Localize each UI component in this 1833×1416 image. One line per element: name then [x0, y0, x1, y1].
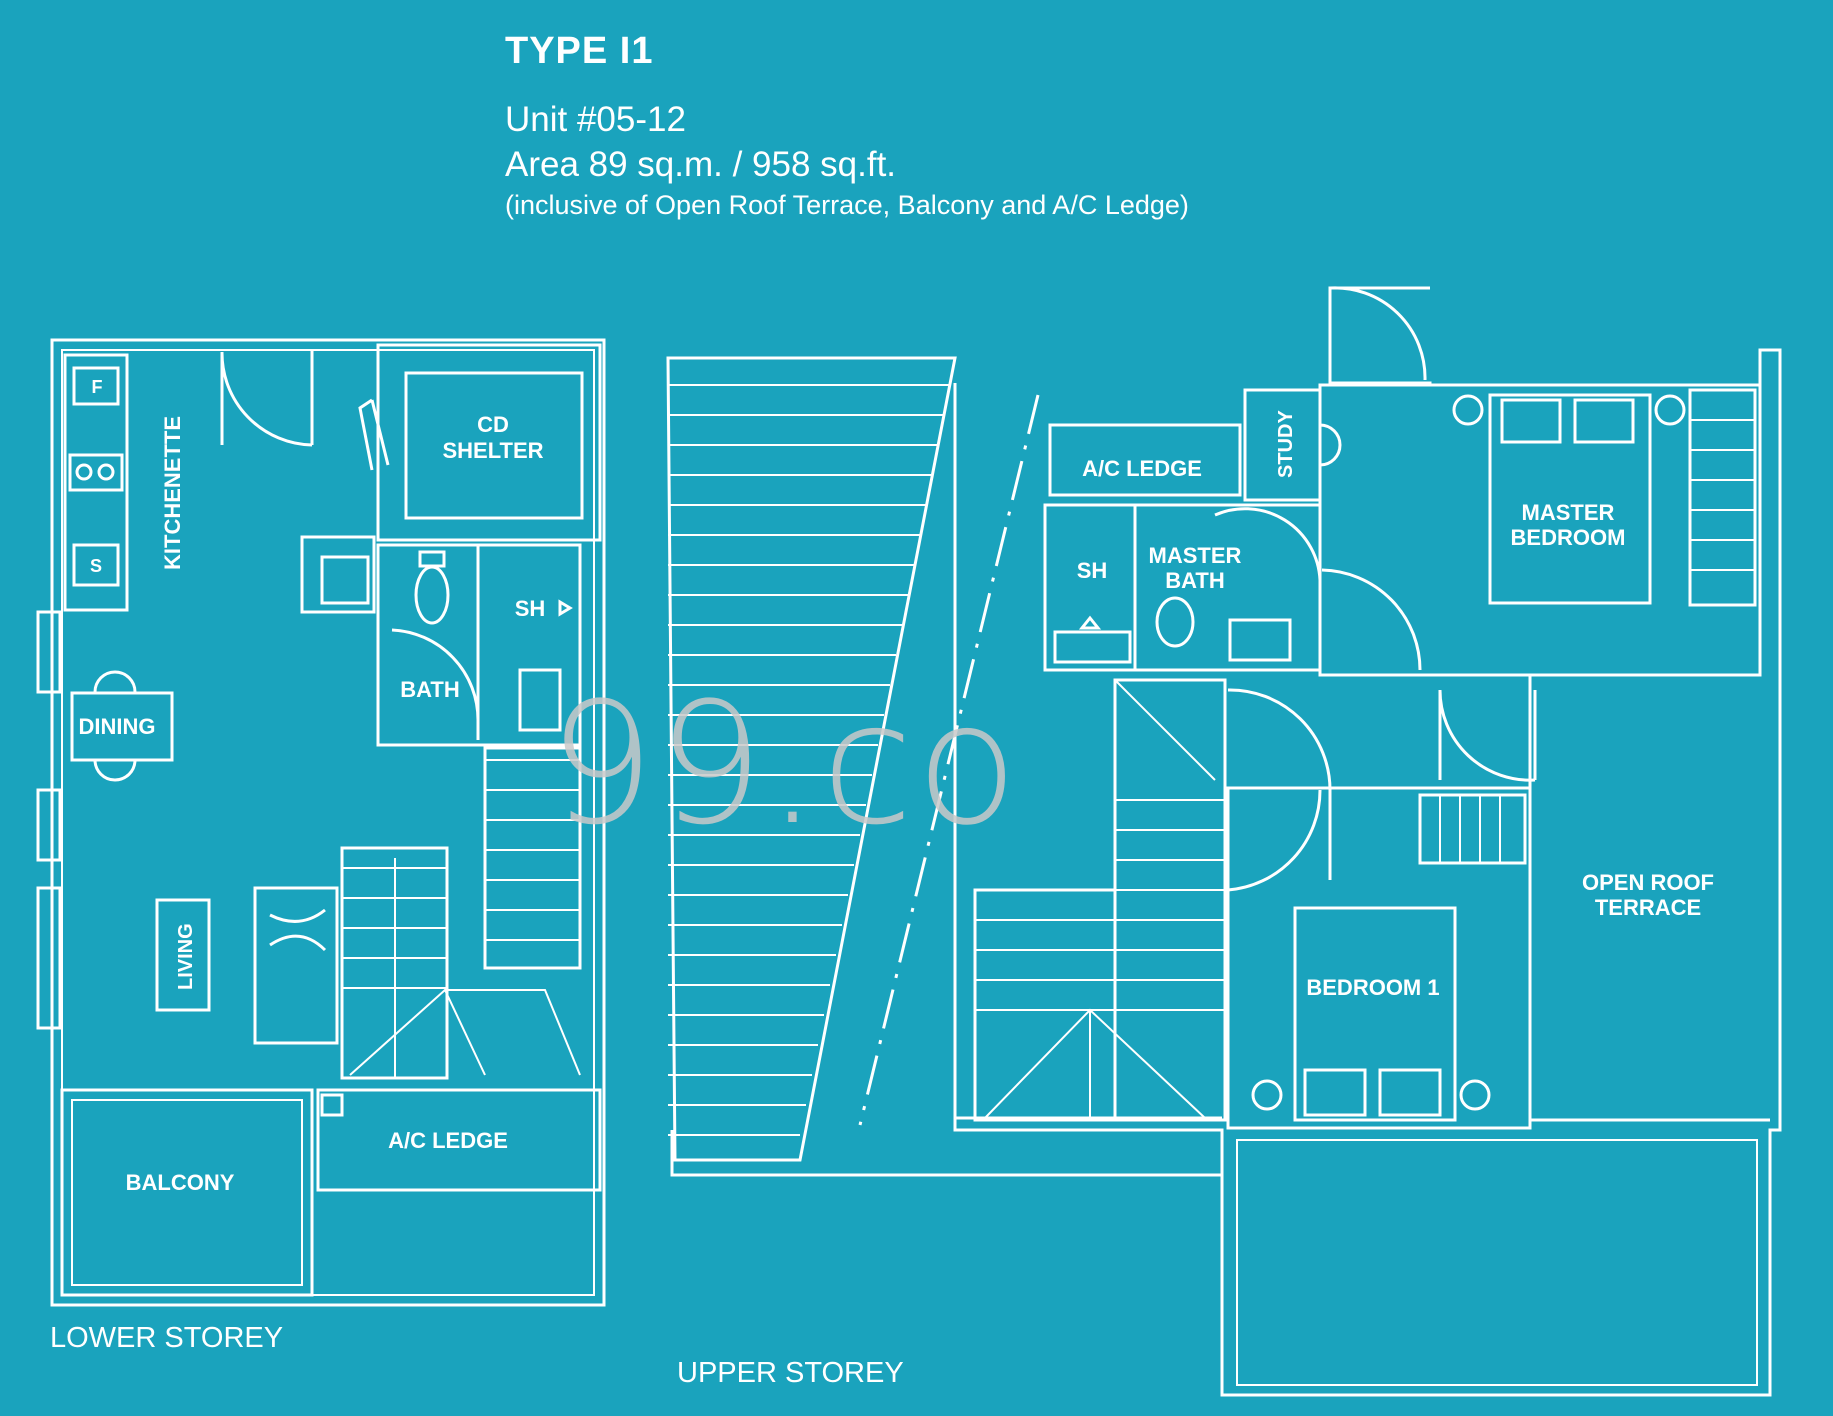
tv-console — [155, 898, 211, 1012]
master-bedroom-label-1: MASTER — [1522, 500, 1615, 525]
terrace-label-2: TERRACE — [1595, 895, 1701, 920]
kitchen-counter — [63, 353, 129, 612]
master-toilet — [1155, 596, 1195, 648]
upper-storey-plan — [666, 286, 1782, 1397]
washer — [300, 535, 376, 614]
unit-number: Unit #05-12 — [505, 100, 686, 139]
plan-type-title: TYPE I1 — [505, 30, 654, 72]
master-bedroom-label-2: BEDROOM — [1511, 525, 1626, 550]
master-bedroom-wall — [1318, 383, 1762, 677]
dining-table — [70, 691, 174, 762]
lower-storey-plan — [36, 338, 606, 1307]
balcony-label: BALCONY — [126, 1170, 235, 1195]
void-hatch — [666, 356, 957, 1162]
fridge-box — [72, 366, 120, 406]
bath-label: BATH — [400, 677, 459, 702]
sofa — [253, 886, 339, 1045]
unit-area: Area 89 sq.m. / 958 sq.ft. — [505, 145, 897, 184]
upper-ac-ledge-wall — [1048, 423, 1242, 497]
watermark: 99.co — [548, 666, 1021, 862]
bedroom-1-bed — [1293, 906, 1457, 1122]
upper-stairs — [1113, 678, 1227, 1122]
bedroom-1-label: BEDROOM 1 — [1306, 975, 1439, 1000]
sink-box — [72, 543, 120, 587]
upper-ac-ledge-label: A/C LEDGE — [1082, 456, 1202, 481]
lower-ac-ledge-label: A/C LEDGE — [388, 1128, 508, 1153]
master-bath-label-2: BATH — [1165, 568, 1224, 593]
cd-shelter-wall — [376, 343, 602, 542]
master-wardrobe — [1688, 388, 1757, 607]
lower-storey-label: LOWER STOREY — [50, 1322, 284, 1354]
void-line — [858, 394, 1040, 1126]
study-label: STUDY — [1275, 410, 1297, 478]
cd-shelter-label-2: SHELTER — [442, 438, 543, 463]
bath-door-swing — [391, 628, 480, 721]
area-note: (inclusive of Open Roof Terrace, Balcony… — [505, 190, 1189, 220]
fridge-label: F — [92, 377, 103, 397]
lower-ac-ledge-wall — [316, 1088, 602, 1192]
basin — [518, 668, 562, 732]
master-bedroom-door — [1321, 568, 1422, 671]
toilet — [414, 565, 450, 625]
lower-shower-label: SH — [515, 596, 546, 621]
cd-shelter-inner — [404, 371, 584, 520]
hob-burner — [75, 463, 93, 481]
upper-shower-label: SH — [1077, 558, 1108, 583]
lower-inner-wall — [61, 349, 595, 1296]
lower-outer-wall — [50, 338, 606, 1307]
living-label: LIVING — [175, 923, 197, 990]
terrace-label-1: OPEN ROOF — [1582, 870, 1714, 895]
balcony-wall — [60, 1088, 314, 1297]
dining-label: DINING — [79, 714, 156, 739]
upper-storey-label: UPPER STOREY — [677, 1357, 904, 1389]
hob-burner — [97, 463, 115, 481]
master-bed — [1488, 393, 1652, 605]
master-bath-label-1: MASTER — [1149, 543, 1242, 568]
cd-shelter-label-1: CD — [477, 412, 509, 437]
hob — [68, 453, 124, 492]
master-bath-door — [1214, 507, 1322, 581]
sink-label: S — [90, 556, 102, 576]
kitchenette-label: KITCHENETTE — [160, 416, 185, 570]
bedroom-1-wardrobe — [1418, 793, 1527, 865]
